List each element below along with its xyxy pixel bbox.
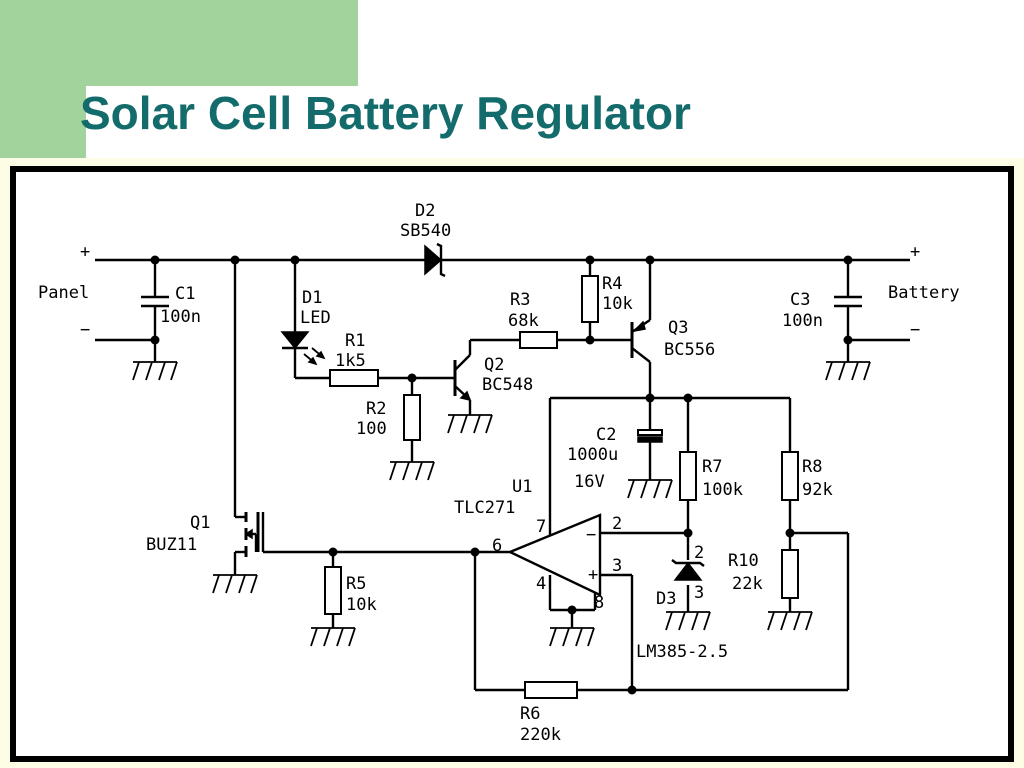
c3-ref-label: C3 <box>790 290 810 310</box>
schematic-board <box>10 166 1014 762</box>
r5-resistor-symbol <box>324 566 342 615</box>
u1-plus-sign: + <box>588 565 598 585</box>
u1-pin-7-label: 7 <box>536 517 546 537</box>
r1-resistor-symbol <box>329 369 379 387</box>
slide-title: Solar Cell Battery Regulator <box>80 87 691 139</box>
r4-value-label: 10k <box>602 294 633 314</box>
r5-ref-label: R5 <box>346 574 366 594</box>
r1-ref-label: R1 <box>345 331 365 351</box>
schematic-labels: + − Panel + − Battery D2 SB540 C1 100n D… <box>38 201 960 745</box>
r7-resistor-symbol <box>679 451 697 501</box>
c2-ref-label: C2 <box>596 425 616 445</box>
u1-opamp-symbol <box>507 513 602 597</box>
battery-plus-label: + <box>910 242 920 262</box>
q3-ref-label: Q3 <box>668 318 688 338</box>
r3-resistor-symbol <box>519 331 558 349</box>
r3-ref-label: R3 <box>510 290 530 310</box>
r8-value-label: 92k <box>802 480 833 500</box>
q1-mosfet-symbol <box>244 512 265 557</box>
r2-value-label: 100 <box>356 419 387 439</box>
c1-capacitor-symbol <box>141 295 169 308</box>
q3-value-label: BC556 <box>664 340 715 360</box>
q2-value-label: BC548 <box>482 375 533 395</box>
u1-pin-6-label: 6 <box>492 536 502 556</box>
r10-resistor-symbol <box>781 549 799 599</box>
battery-label: Battery <box>888 283 960 303</box>
r10-ref-label: R10 <box>728 551 759 571</box>
wires <box>95 258 910 692</box>
d3-ref-label: D3 <box>656 589 676 609</box>
r8-resistor-symbol <box>781 451 799 501</box>
r1-value-label: 1k5 <box>335 351 366 371</box>
d2-value-label: SB540 <box>400 221 451 241</box>
u1-pin-8-label: 8 <box>594 593 604 613</box>
r6-resistor-symbol <box>524 681 578 699</box>
q2-ref-label: Q2 <box>484 355 504 375</box>
d3-pin-3-label: 3 <box>694 583 704 603</box>
d3-zener-symbol <box>671 559 705 581</box>
panel-minus-label: − <box>80 320 90 340</box>
c2-value-label: 1000u <box>567 445 618 465</box>
r4-resistor-symbol <box>581 275 599 323</box>
u1-minus-sign: − <box>586 525 596 545</box>
r6-value-label: 220k <box>520 725 561 745</box>
r2-resistor-symbol <box>403 394 421 441</box>
d1-value-label: LED <box>300 308 331 328</box>
d1-led-symbol <box>280 331 326 366</box>
u1-pin-4-label: 4 <box>536 574 546 594</box>
r7-value-label: 100k <box>702 480 743 500</box>
d2-ref-label: D2 <box>415 201 435 221</box>
d2-diode-symbol <box>424 242 446 278</box>
q1-value-label: BUZ11 <box>146 535 197 555</box>
u1-pin-2-label: 2 <box>612 514 622 534</box>
c1-value-label: 100n <box>160 307 201 327</box>
junction-dots <box>150 255 853 695</box>
c3-capacitor-symbol <box>834 295 862 308</box>
r5-value-label: 10k <box>346 595 377 615</box>
u1-value-label: TLC271 <box>454 498 515 518</box>
r8-ref-label: R8 <box>802 457 822 477</box>
green-accent-strip <box>0 86 86 158</box>
c2-voltage-label: 16V <box>574 472 605 492</box>
c3-value-label: 100n <box>782 311 823 331</box>
panel-plus-label: + <box>80 242 90 262</box>
r10-value-label: 22k <box>732 574 763 594</box>
r3-value-label: 68k <box>508 311 539 331</box>
r7-ref-label: R7 <box>702 457 722 477</box>
r6-ref-label: R6 <box>520 704 540 724</box>
r4-ref-label: R4 <box>602 274 622 294</box>
d3-pin-2-label: 2 <box>694 543 704 563</box>
u1-pin-3-label: 3 <box>612 556 622 576</box>
u1-ref-label: U1 <box>512 477 532 497</box>
c2-capacitor-symbol <box>637 429 663 443</box>
q2-transistor-symbol <box>453 340 472 402</box>
panel-label: Panel <box>38 283 89 303</box>
d3-value-label: LM385-2.5 <box>636 642 728 662</box>
green-accent-block <box>0 0 358 86</box>
q3-transistor-symbol <box>630 319 651 363</box>
c1-ref-label: C1 <box>175 284 195 304</box>
d1-ref-label: D1 <box>302 288 322 308</box>
r2-ref-label: R2 <box>366 399 386 419</box>
q1-ref-label: Q1 <box>190 513 210 533</box>
battery-minus-label: − <box>910 320 920 340</box>
